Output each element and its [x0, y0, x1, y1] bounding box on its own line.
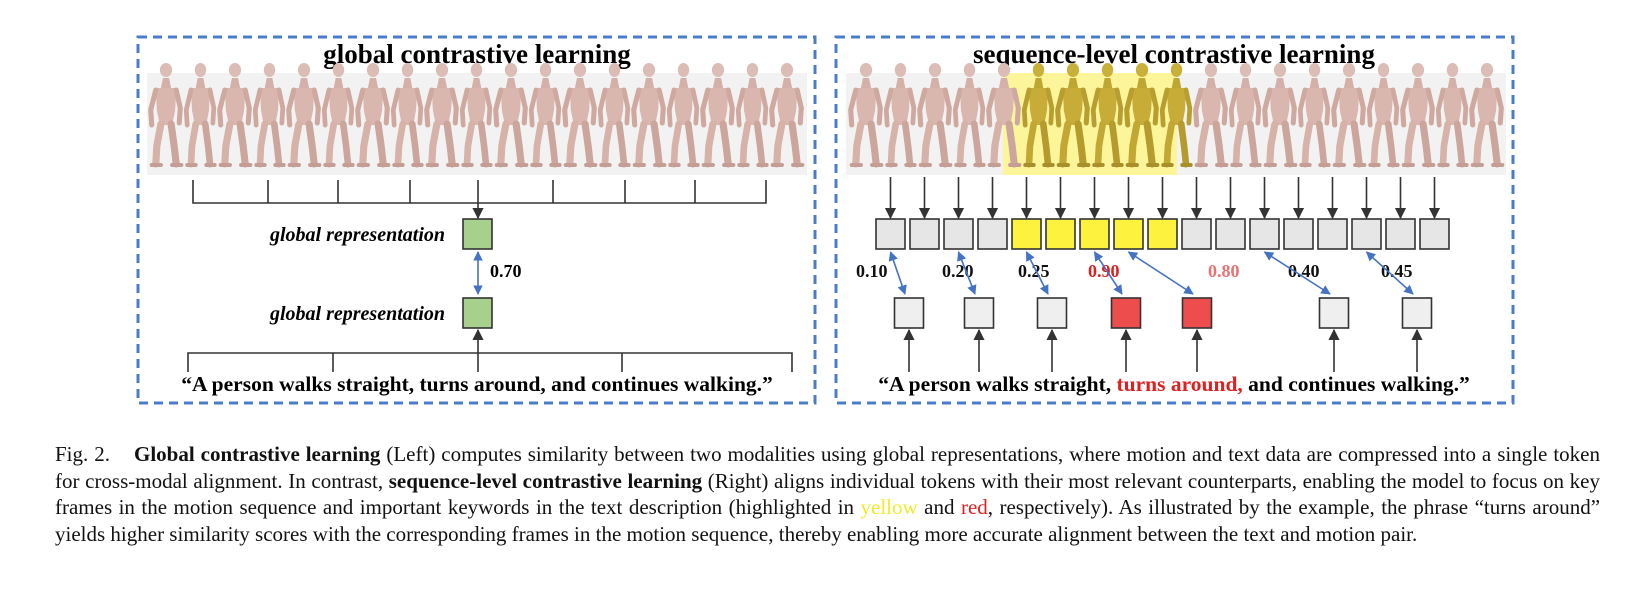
alignment-arrow	[1365, 251, 1414, 295]
word-token	[1036, 297, 1068, 329]
frame-token	[943, 218, 974, 250]
score-label-3: 0.90	[1088, 261, 1120, 281]
right-sentence-part1: “A person walks straight,	[878, 372, 1116, 396]
global-text-token	[462, 297, 493, 329]
key-frame-token	[1147, 218, 1178, 250]
caption-bold-sequence: sequence-level contrastive learning	[388, 468, 703, 493]
frame-token	[875, 218, 906, 250]
right-panel: sequence-level contrastive learning 0.10…	[834, 35, 1515, 405]
figure-caption: Fig. 2. Global contrastive learning (Left…	[55, 441, 1600, 547]
score-label-2: 0.25	[1018, 261, 1050, 281]
right-alignment-arrows	[888, 251, 1433, 372]
caption-bold-global: Global contrastive learning	[133, 442, 381, 466]
frame-token	[1385, 218, 1416, 250]
alignment-arrow	[1093, 251, 1123, 295]
left-frame-bracket	[192, 180, 767, 204]
right-sentence-keyword: turns around,	[1117, 372, 1243, 396]
frame-token	[1215, 218, 1246, 250]
alignment-arrow	[1263, 251, 1331, 295]
left-word-bracket	[187, 352, 793, 372]
caption-text-1: (Left) computes similarity between two m…	[55, 442, 1600, 493]
left-text-repr-label: global representation	[269, 303, 445, 325]
figure-diagram: global contrastive learning global repre…	[136, 35, 1515, 405]
frame-token	[1317, 218, 1348, 250]
score-label-6: 0.45	[1381, 261, 1413, 281]
key-frame-token	[1113, 218, 1144, 250]
left-panel-border	[136, 35, 817, 405]
caption-yellow-word: yellow	[860, 495, 918, 519]
right-panel-border	[834, 35, 1515, 405]
word-token	[893, 297, 925, 329]
frame-token	[1351, 218, 1382, 250]
alignment-arrow	[957, 251, 977, 295]
left-motion-repr-label: global representation	[269, 224, 445, 246]
alignment-arrow	[1127, 251, 1194, 295]
frame-token	[909, 218, 940, 250]
alignment-arrow	[1025, 251, 1049, 295]
right-frame-tokens	[875, 177, 1450, 250]
word-token	[1401, 297, 1433, 329]
key-frame-token	[1079, 218, 1110, 250]
caption-text-2: (Right) aligns individual tokens with th…	[55, 468, 1600, 520]
left-panel: global contrastive learning global repre…	[136, 35, 817, 405]
key-word-token	[1110, 297, 1142, 329]
score-label-4: 0.80	[1208, 261, 1240, 281]
caption-fig-label: Fig. 2.	[55, 442, 110, 466]
global-motion-token	[462, 218, 493, 250]
key-frame-token	[1011, 218, 1042, 250]
caption-text-4: , respectively). As illustrated by the e…	[55, 495, 1601, 546]
key-frame-token	[1045, 218, 1076, 250]
right-similarity-scores: 0.10 0.20 0.25 0.90 0.80 0.40 0.45	[856, 261, 1413, 281]
global-similarity-score: 0.70	[490, 261, 522, 281]
caption-red-word: red	[960, 495, 988, 519]
caption-text-3: and	[917, 495, 961, 519]
alignment-arrow	[888, 251, 907, 295]
word-token	[1318, 297, 1350, 329]
frame-token	[1181, 218, 1212, 250]
frame-token	[1249, 218, 1280, 250]
frame-token	[1419, 218, 1450, 250]
right-sentence: “A person walks straight, turns around, …	[878, 372, 1470, 396]
frame-token	[1283, 218, 1314, 250]
word-token	[963, 297, 995, 329]
frame-token	[977, 218, 1008, 250]
key-word-token	[1181, 297, 1213, 329]
left-sentence: “A person walks straight, turns around, …	[181, 372, 773, 396]
score-label-0: 0.10	[856, 261, 888, 281]
right-sentence-part2: and continues walking.”	[1243, 372, 1470, 396]
